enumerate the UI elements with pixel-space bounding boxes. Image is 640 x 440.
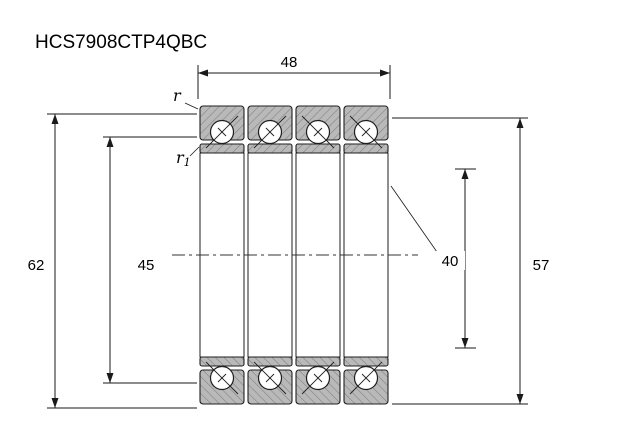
label-fillet-r: r — [173, 86, 199, 110]
dim-right-diameter: 57 — [392, 117, 550, 405]
fillet-r1-label: r1 — [176, 148, 191, 169]
bearing-unit — [247, 356, 293, 405]
bearing-unit — [343, 356, 389, 405]
bearing-unit — [343, 105, 389, 154]
leader-line — [184, 102, 199, 110]
bearing-unit — [295, 356, 341, 405]
arrowhead-down — [51, 398, 59, 408]
label-fillet-r1: r1 — [176, 146, 200, 169]
arrowhead-up — [106, 137, 114, 147]
arrowhead-down — [516, 394, 524, 404]
bearing-assembly — [172, 105, 418, 405]
dim-40-value: 40 — [442, 253, 459, 270]
arrowhead-up — [51, 114, 59, 124]
dim-width: 48 — [197, 54, 391, 99]
arrowhead-up — [461, 169, 469, 179]
bearing-unit — [295, 105, 341, 154]
dim-57-value: 57 — [533, 257, 550, 274]
dim-left-diameter: 45 — [103, 136, 197, 384]
dim-outer-diameter: 62 — [28, 113, 197, 409]
bearing-unit — [199, 356, 245, 405]
leader-line — [390, 185, 438, 253]
arrowhead-left — [198, 69, 208, 77]
arrowhead-up — [516, 118, 524, 128]
bearing-unit — [247, 105, 293, 154]
dim-width-value: 48 — [281, 54, 298, 71]
dim-bore-diameter: 40 — [390, 168, 476, 349]
fillet-r-label: r — [173, 86, 182, 105]
leader-line — [189, 146, 200, 157]
page-title: HCS7908CTP4QBC — [35, 32, 207, 53]
bearing-unit — [199, 105, 245, 154]
label-background — [436, 251, 465, 270]
dim-outer-value: 62 — [28, 257, 45, 274]
arrowhead-down — [106, 373, 114, 383]
arrowhead-down — [461, 338, 469, 348]
dim-45-value: 45 — [138, 257, 155, 274]
arrowhead-right — [380, 69, 390, 77]
